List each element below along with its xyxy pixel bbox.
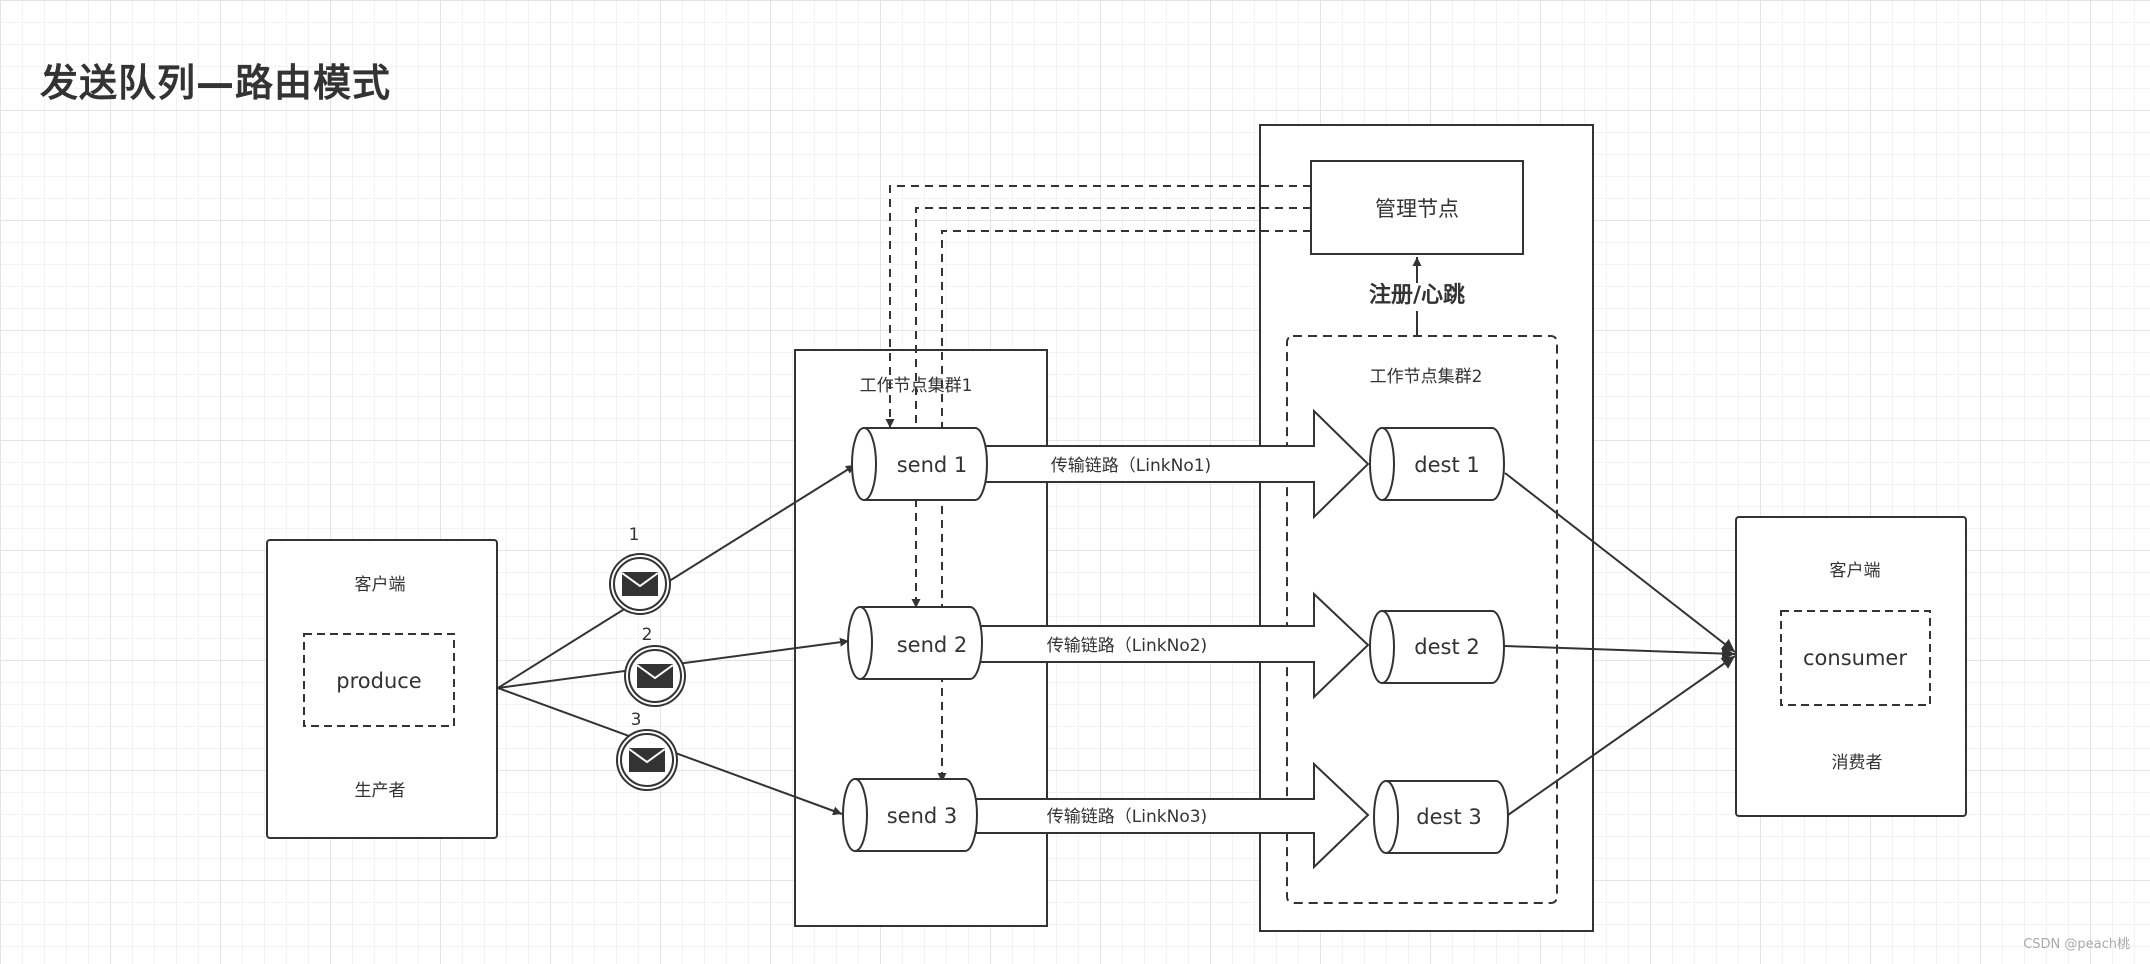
envelope-icon bbox=[609, 553, 671, 615]
queue-dest-1: dest 1 bbox=[1369, 427, 1505, 501]
message-1: 1 bbox=[609, 525, 671, 615]
manager-label: 管理节点 bbox=[1375, 197, 1459, 221]
link-2-label: 传输链路（LinkNo2) bbox=[1047, 636, 1207, 656]
message-2: 2 bbox=[624, 625, 686, 707]
control-line-send-1 bbox=[885, 185, 1311, 428]
message-1-number: 1 bbox=[629, 525, 640, 545]
register-heartbeat: 注册/心跳 bbox=[1369, 257, 1465, 336]
consumer-label: consumer bbox=[1803, 646, 1907, 670]
queue-send-2-label: send 2 bbox=[897, 633, 968, 657]
message-3: 3 bbox=[616, 710, 678, 791]
link-1: 传输链路（LinkNo1) bbox=[984, 408, 1370, 520]
producer-client: 客户端 produce 生产者 bbox=[266, 539, 498, 839]
arrow-produce-send-1 bbox=[497, 464, 856, 689]
arrow-dest-1-consumer bbox=[1504, 472, 1736, 653]
consumer-client-title: 客户端 bbox=[1830, 561, 1881, 581]
message-3-number: 3 bbox=[631, 710, 642, 730]
page-title: 发送队列—路由模式 bbox=[40, 61, 392, 105]
arrow-dest-2-consumer bbox=[1504, 645, 1736, 661]
consumer-arrows bbox=[1504, 472, 1736, 816]
producer-caption: 生产者 bbox=[355, 781, 406, 801]
queue-send-1: send 1 bbox=[851, 427, 988, 501]
queue-send-2: send 2 bbox=[847, 606, 983, 680]
envelope-icon bbox=[616, 729, 678, 791]
queue-dest-3: dest 3 bbox=[1373, 780, 1509, 854]
control-line-send-3 bbox=[937, 230, 1311, 782]
register-heartbeat-label: 注册/心跳 bbox=[1369, 282, 1465, 308]
queue-dest-3-label: dest 3 bbox=[1416, 805, 1481, 829]
queue-dest-2: dest 2 bbox=[1369, 610, 1505, 684]
producer-label: produce bbox=[336, 669, 421, 693]
queue-send-3: send 3 bbox=[842, 778, 978, 852]
message-2-number: 2 bbox=[642, 625, 653, 645]
queue-send-3-label: send 3 bbox=[887, 804, 958, 828]
manager-node: 管理节点 bbox=[1310, 160, 1524, 255]
link-2: 传输链路（LinkNo2) bbox=[979, 591, 1370, 700]
queue-dest-2-label: dest 2 bbox=[1414, 635, 1479, 659]
consumer-caption: 消费者 bbox=[1832, 753, 1883, 773]
watermark: CSDN @peach桃 bbox=[2023, 937, 2130, 952]
cluster1-title: 工作节点集群1 bbox=[860, 376, 973, 396]
consumer-client: 客户端 consumer 消费者 bbox=[1735, 516, 1967, 817]
envelope-icon bbox=[624, 645, 686, 707]
link-3-label: 传输链路（LinkNo3) bbox=[1047, 807, 1207, 827]
producer-client-title: 客户端 bbox=[355, 575, 406, 595]
queue-send-1-label: send 1 bbox=[897, 453, 968, 477]
link-1-label: 传输链路（LinkNo1) bbox=[1051, 456, 1211, 476]
cluster2-title: 工作节点集群2 bbox=[1370, 367, 1483, 387]
link-3: 传输链路（LinkNo3) bbox=[975, 761, 1370, 870]
queue-dest-1-label: dest 1 bbox=[1414, 453, 1479, 477]
arrow-dest-3-consumer bbox=[1507, 655, 1736, 816]
